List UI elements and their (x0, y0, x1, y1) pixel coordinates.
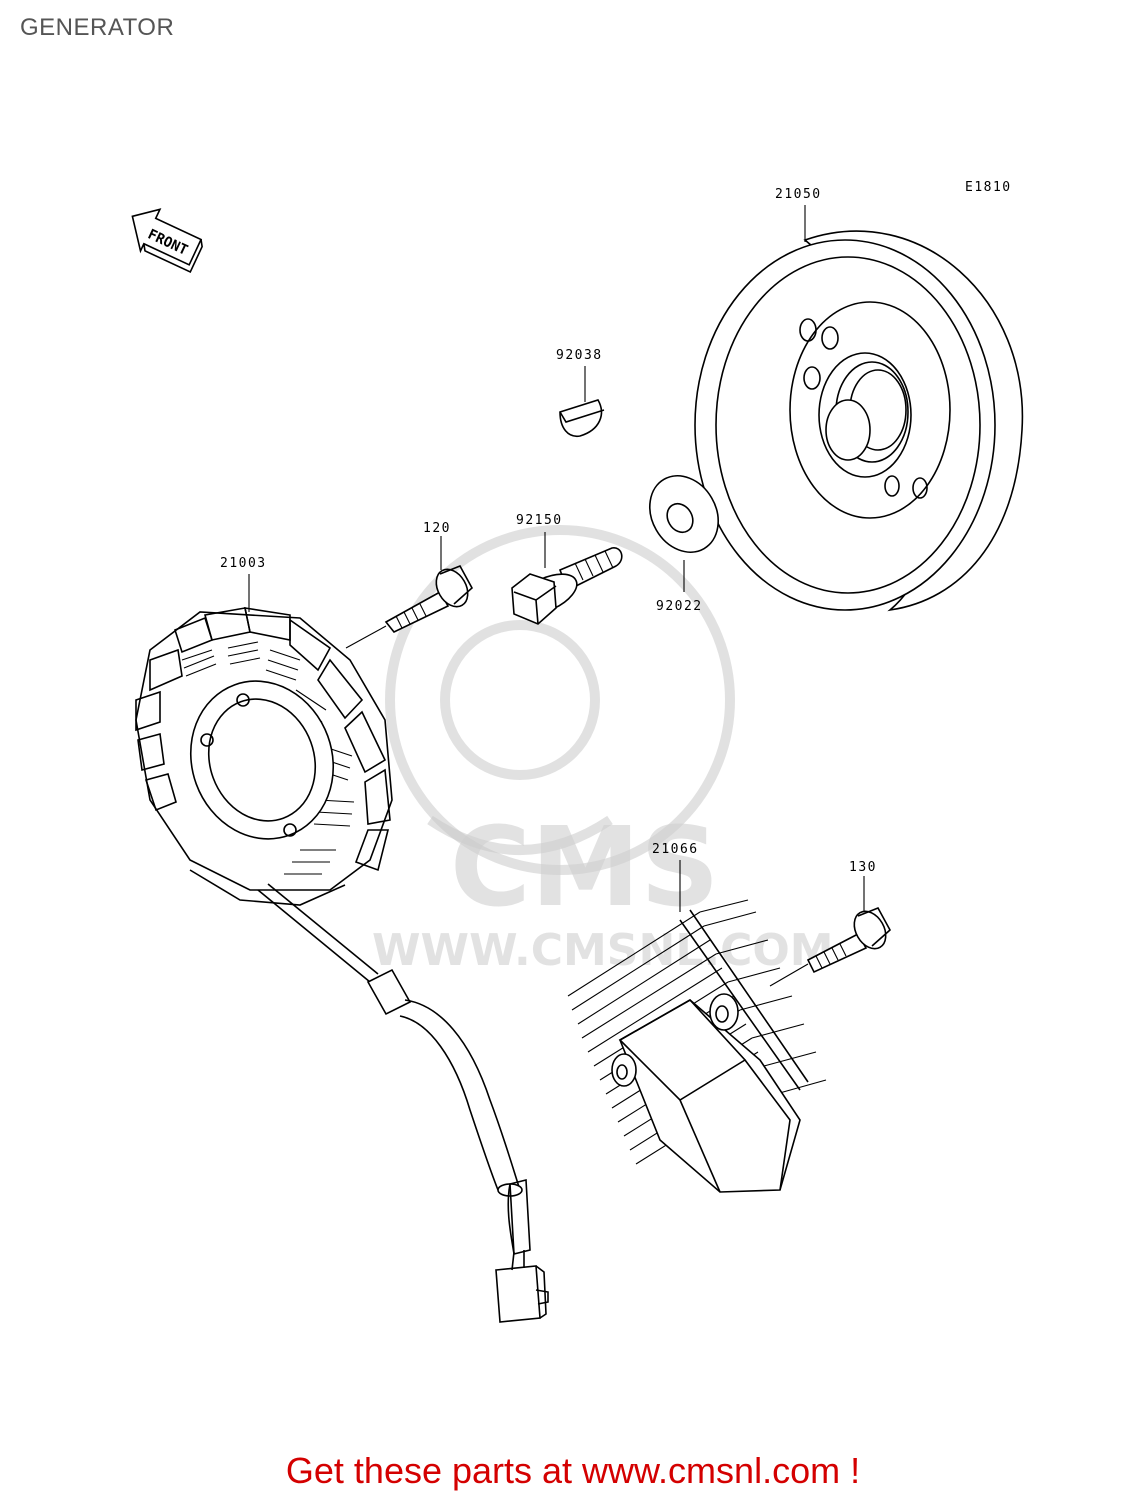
part-label-92150: 92150 (516, 513, 563, 528)
part-label-92038: 92038 (556, 348, 603, 363)
bolt-92150[interactable] (511, 547, 623, 625)
part-label-92022: 92022 (656, 599, 703, 614)
bolt-130[interactable] (806, 906, 892, 974)
stator-wire-harness (257, 883, 531, 1256)
part-label-120: 120 (423, 521, 451, 536)
stator-21003[interactable] (135, 607, 393, 906)
connector-plug-icon (495, 1250, 549, 1323)
part-label-21003: 21003 (220, 556, 267, 571)
exploded-parts-diagram: CMS WWW.CMSNL.COM FRONT E1810 21050 9203… (131, 180, 1024, 1323)
part-label-21050: 21050 (775, 187, 822, 202)
watermark-url: WWW.CMSNL.COM (372, 925, 834, 976)
get-parts-link[interactable]: Get these parts at www.cmsnl.com ! (285, 1450, 861, 1491)
cms-watermark: CMS WWW.CMSNL.COM (372, 525, 834, 976)
key-92038[interactable] (559, 399, 605, 437)
watermark-brand: CMS (450, 803, 719, 931)
part-label-21066: 21066 (652, 842, 699, 857)
front-arrow-icon: FRONT (131, 208, 203, 274)
page-title: GENERATOR (20, 14, 175, 41)
regulator-rectifier-21066[interactable] (567, 899, 827, 1193)
screw-120[interactable] (384, 564, 474, 633)
rotor-21050[interactable] (694, 230, 1024, 612)
part-label-130: 130 (849, 860, 877, 875)
washer-92022[interactable] (636, 463, 731, 564)
diagram-code: E1810 (965, 180, 1012, 195)
